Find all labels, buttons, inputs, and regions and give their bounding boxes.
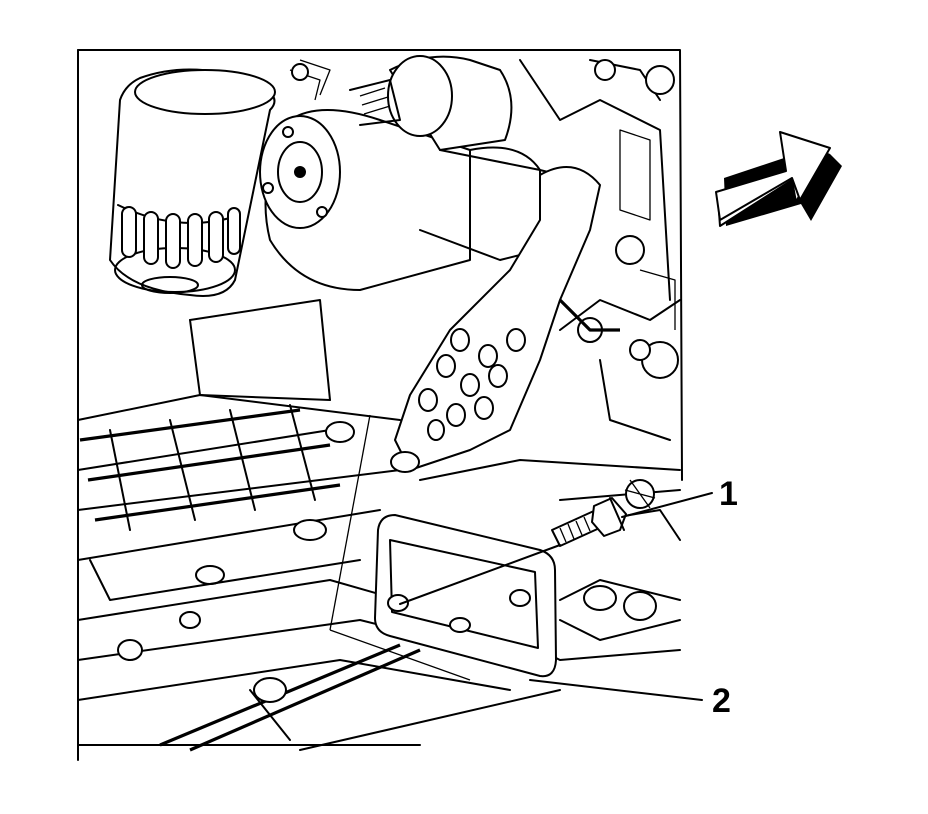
callout-2: 2 <box>712 682 731 720</box>
oil-filter <box>109 68 276 297</box>
callout-leaders <box>399 492 713 701</box>
bracket-holes <box>418 328 526 441</box>
lower-bracket <box>329 414 557 681</box>
engine-block <box>77 49 683 761</box>
mounting-bracket <box>394 166 620 471</box>
oil-pan <box>77 394 681 752</box>
oil-filter-ribs <box>121 206 241 269</box>
callout-1: 1 <box>719 475 738 513</box>
bolt <box>551 497 627 547</box>
forward-direction-arrow-icon <box>715 131 842 227</box>
